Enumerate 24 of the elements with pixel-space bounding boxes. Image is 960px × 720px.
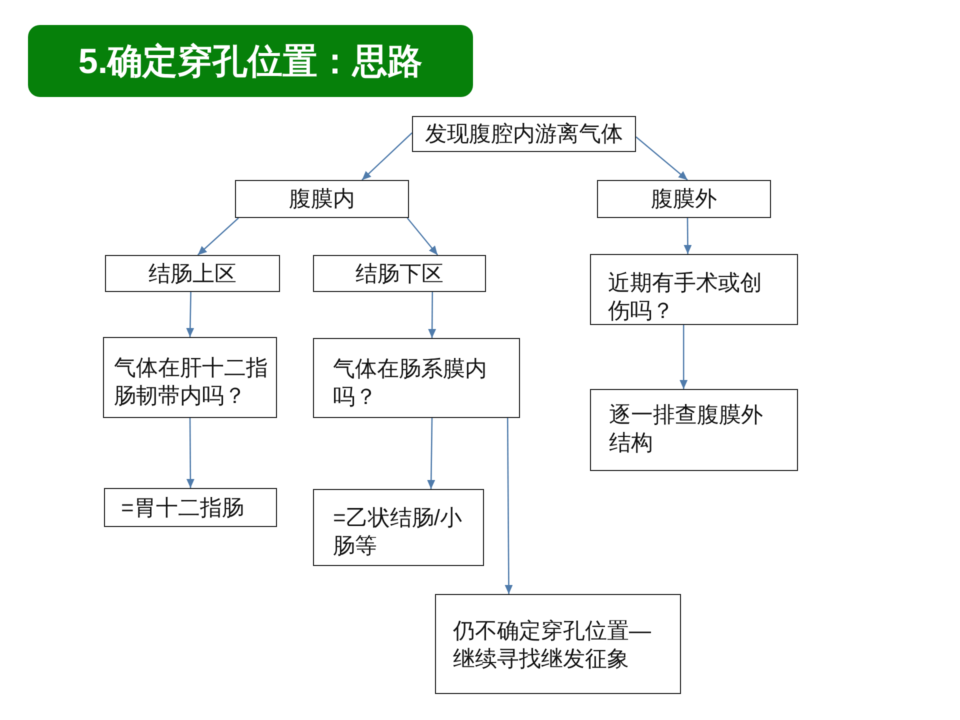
flowchart-box: 腹膜内 [235, 180, 409, 218]
arrow [504, 418, 513, 594]
flowchart-box: 逐一排查腹膜外结构 [590, 389, 798, 471]
arrow [684, 218, 692, 254]
arrow [186, 418, 194, 488]
flowchart-box: 气体在肝十二指肠韧带内吗？ [103, 337, 277, 418]
arrow [197, 218, 239, 256]
arrow [428, 292, 436, 338]
arrow [406, 218, 438, 256]
arrow [186, 292, 194, 338]
flowchart-box: 腹膜外 [597, 180, 771, 218]
flowchart-box: =乙状结肠/小肠等 [313, 489, 484, 566]
flowchart-box: 结肠上区 [105, 255, 280, 292]
flowchart-box: 气体在肠系膜内吗？ [313, 338, 520, 418]
title-banner: 5.确定穿孔位置：思路 [28, 25, 473, 97]
flowchart-box: 结肠下区 [313, 255, 486, 292]
flowchart-box: =胃十二指肠 [104, 488, 277, 527]
arrow [636, 136, 688, 180]
arrow [362, 132, 412, 180]
flowchart-box: 近期有手术或创伤吗？ [590, 254, 798, 325]
flowchart-box: 仍不确定穿孔位置—继续寻找继发征象 [435, 594, 681, 694]
arrow [680, 325, 688, 389]
flowchart-box: 发现腹腔内游离气体 [412, 116, 636, 152]
arrow [427, 418, 436, 489]
